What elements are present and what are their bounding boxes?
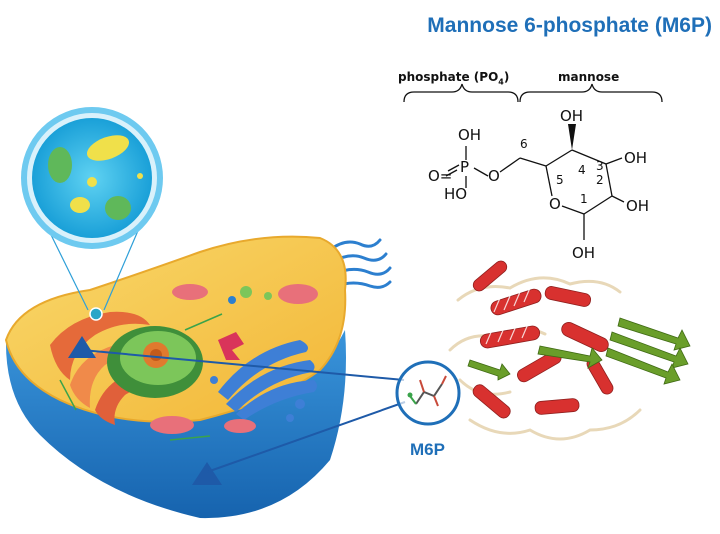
atom-oh-c3: OH xyxy=(624,149,647,167)
wedge-bond xyxy=(568,124,576,150)
endoplasmic-reticulum xyxy=(50,311,170,425)
zoom-lens xyxy=(21,107,163,311)
atom-oh-c4: OH xyxy=(560,107,583,125)
atom-oeq: O= xyxy=(428,167,452,185)
ring-number-2: 2 xyxy=(596,173,604,187)
m6p-structure xyxy=(403,83,663,240)
beta-sheets xyxy=(467,317,691,385)
atom-oh: OH xyxy=(458,126,481,144)
golgi-apparatus xyxy=(210,340,317,422)
atom-o-ester: O xyxy=(488,167,500,185)
connector-lines xyxy=(81,349,406,473)
atom-oh-c1: OH xyxy=(572,244,595,262)
ring-number-1: 1 xyxy=(580,192,588,206)
animal-cell xyxy=(4,235,392,519)
ring-numbers: 1 2 3 4 5 6 xyxy=(520,137,604,206)
cytoskeleton xyxy=(59,313,223,441)
atom-ho: HO xyxy=(444,185,467,203)
m6p-marker-triangle xyxy=(68,336,96,358)
nucleus xyxy=(107,326,203,398)
atom-oh-c2: OH xyxy=(626,197,649,215)
vesicles xyxy=(89,286,272,321)
ring-number-4: 4 xyxy=(578,163,586,177)
receptor-protein xyxy=(448,260,691,441)
ring-number-3: 3 xyxy=(596,159,604,173)
phosphate-label: phosphate (PO4) xyxy=(398,70,510,87)
m6p-binding-site xyxy=(395,360,461,426)
mannose-label: mannose xyxy=(558,70,620,84)
mitochondria xyxy=(150,284,318,434)
centrosome xyxy=(218,332,244,360)
ring-number-6: 6 xyxy=(520,137,528,151)
atom-p: P xyxy=(460,158,469,176)
mannose-bracket xyxy=(519,83,663,103)
atom-o-ring: O xyxy=(549,195,561,213)
alpha-helices xyxy=(472,260,614,419)
m6p-marker-triangle xyxy=(192,462,222,485)
diagram-title: Mannose 6-phosphate (M6P) xyxy=(427,14,712,37)
ring-number-5: 5 xyxy=(556,173,564,187)
structure-atoms: OH P O= HO O OH OH OH O OH xyxy=(428,107,649,262)
phosphate-bracket xyxy=(403,83,519,103)
m6p-label: M6P xyxy=(410,440,445,459)
